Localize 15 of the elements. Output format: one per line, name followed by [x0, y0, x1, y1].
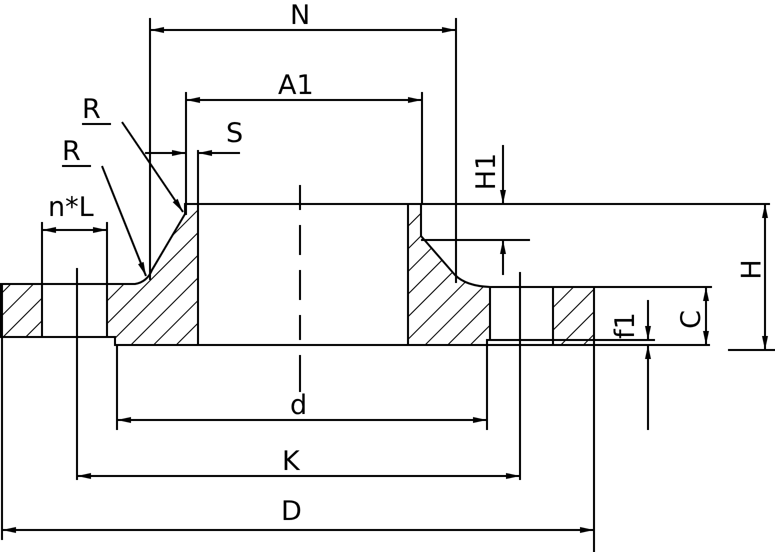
- dimension-label: d: [290, 392, 308, 419]
- radius-label: R: [62, 138, 91, 167]
- dimension-label: C: [678, 310, 705, 329]
- dimension-label: D: [281, 498, 302, 525]
- radius-label: R: [82, 96, 111, 125]
- dimension-label: f1: [612, 312, 639, 339]
- dimension-label: K: [282, 448, 300, 475]
- leader-line: [121, 121, 184, 213]
- dimension-label: n*L: [48, 194, 94, 221]
- dimension-label: S: [226, 120, 244, 147]
- dimension-label: A1: [278, 72, 314, 99]
- dimension-label: H: [738, 259, 766, 280]
- dimension-label: H1: [473, 152, 500, 190]
- dimension-label: N: [290, 2, 310, 29]
- leader-line: [101, 166, 147, 276]
